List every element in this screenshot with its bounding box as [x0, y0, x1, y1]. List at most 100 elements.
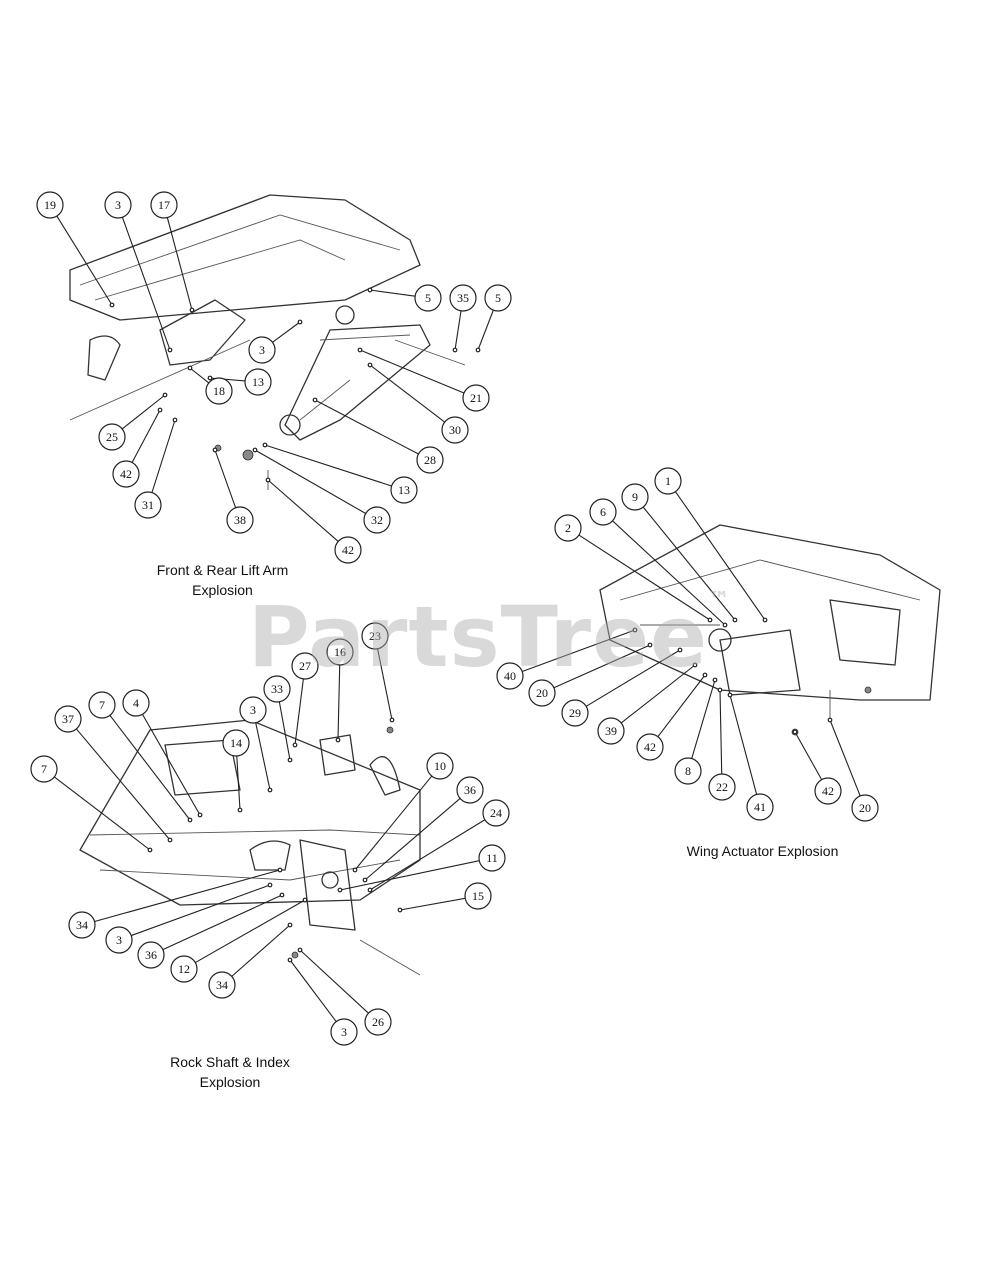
- callout-39: 39: [597, 662, 698, 745]
- callout-circle: [205, 377, 233, 405]
- leader-arrow: [287, 957, 293, 963]
- callout-circle: [263, 675, 291, 703]
- leader-arrow: [297, 947, 303, 953]
- leader-arrow: [265, 477, 271, 483]
- leader-arrow: [267, 787, 273, 793]
- callout-number: 37: [62, 712, 74, 726]
- rock-shaft-assembly-drawing: [79, 719, 421, 976]
- callout-circle: [363, 506, 391, 534]
- callout-circle: [597, 717, 625, 745]
- leader-line: [553, 644, 651, 689]
- caption-line: Wing Actuator Explosion: [686, 843, 839, 859]
- callout-number: 3: [259, 343, 265, 357]
- callout-number: 3: [250, 703, 256, 717]
- callout-circle: [478, 844, 506, 872]
- leader-arrow: [162, 392, 168, 398]
- leader-line: [578, 534, 711, 621]
- leader-line: [109, 714, 191, 821]
- callout-number: 4: [133, 696, 139, 710]
- leader-line: [131, 409, 161, 463]
- callout-circle: [851, 794, 879, 822]
- leader-arrow: [252, 447, 258, 453]
- callout-number: 32: [371, 513, 383, 527]
- callout-circle: [137, 941, 165, 969]
- leader-arrow: [717, 687, 723, 693]
- callout-29: 29: [561, 647, 683, 727]
- leader-line: [339, 860, 480, 891]
- callout-number: 25: [106, 430, 118, 444]
- callout-36: 36: [362, 776, 484, 883]
- leader-arrow: [452, 347, 458, 353]
- leader-line: [141, 714, 201, 816]
- leader-line: [454, 310, 462, 351]
- callout-2: 2: [554, 514, 713, 623]
- callout-circle: [150, 191, 178, 219]
- callout-31: 31: [134, 417, 178, 519]
- callout-number: 42: [644, 740, 656, 754]
- leader-line: [53, 776, 151, 851]
- leader-arrow: [367, 362, 373, 368]
- callout-40: 40: [496, 627, 638, 690]
- callout-circle: [561, 699, 589, 727]
- callout-17: 17: [150, 191, 195, 313]
- callout-number: 42: [342, 543, 354, 557]
- leader-arrow: [302, 897, 308, 903]
- callout-number: 3: [341, 1025, 347, 1039]
- leader-arrow: [292, 742, 298, 748]
- callout-26: 26: [297, 947, 392, 1036]
- caption-wing-actuator: Wing Actuator Explosion: [660, 841, 865, 861]
- leader-line: [264, 444, 392, 487]
- leader-arrow: [207, 375, 213, 381]
- callout-23: 23: [361, 622, 395, 723]
- callout-11: 11: [337, 844, 506, 893]
- callout-circle: [30, 755, 58, 783]
- callout-number: 38: [234, 513, 246, 527]
- leader-line: [364, 798, 461, 881]
- callout-13: 13: [262, 442, 418, 504]
- callout-circle: [390, 476, 418, 504]
- callout-number: 13: [398, 483, 410, 497]
- callout-42: 42: [112, 407, 163, 488]
- leader-arrow: [397, 907, 403, 913]
- leader-line: [231, 924, 291, 977]
- leader-arrow: [702, 672, 708, 678]
- callout-36: 36: [137, 892, 285, 969]
- callout-circle: [68, 911, 96, 939]
- leader-line: [236, 755, 241, 811]
- leader-arrow: [692, 662, 698, 668]
- leader-arrow: [632, 627, 638, 633]
- leader-line: [522, 629, 636, 673]
- leader-arrow: [287, 922, 293, 928]
- leader-arrow: [362, 877, 368, 883]
- leader-arrow: [827, 717, 833, 723]
- callout-circle: [554, 514, 582, 542]
- callout-number: 20: [859, 801, 871, 815]
- leader-line: [294, 678, 304, 746]
- callout-16: 16: [326, 638, 354, 743]
- callout-12: 12: [170, 897, 308, 983]
- callout-circle: [456, 776, 484, 804]
- leader-line: [289, 959, 337, 1022]
- callout-number: 18: [213, 384, 225, 398]
- callout-number: 31: [142, 498, 154, 512]
- leader-arrow: [167, 347, 173, 353]
- leader-line: [612, 520, 726, 626]
- callout-number: 27: [299, 659, 311, 673]
- caption-rock-shaft: Rock Shaft & Index Explosion: [145, 1052, 315, 1092]
- callout-number: 3: [115, 198, 121, 212]
- callout-circle: [330, 1018, 358, 1046]
- callout-3: 3: [104, 191, 173, 353]
- callout-circle: [122, 689, 150, 717]
- callout-number: 20: [536, 686, 548, 700]
- callout-number: 16: [334, 645, 346, 659]
- callout-7: 7: [30, 755, 153, 853]
- callout-42: 42: [792, 729, 842, 805]
- leader-line: [359, 349, 465, 394]
- callout-circle: [464, 882, 492, 910]
- leader-arrow: [212, 447, 218, 453]
- callout-30: 30: [367, 362, 469, 444]
